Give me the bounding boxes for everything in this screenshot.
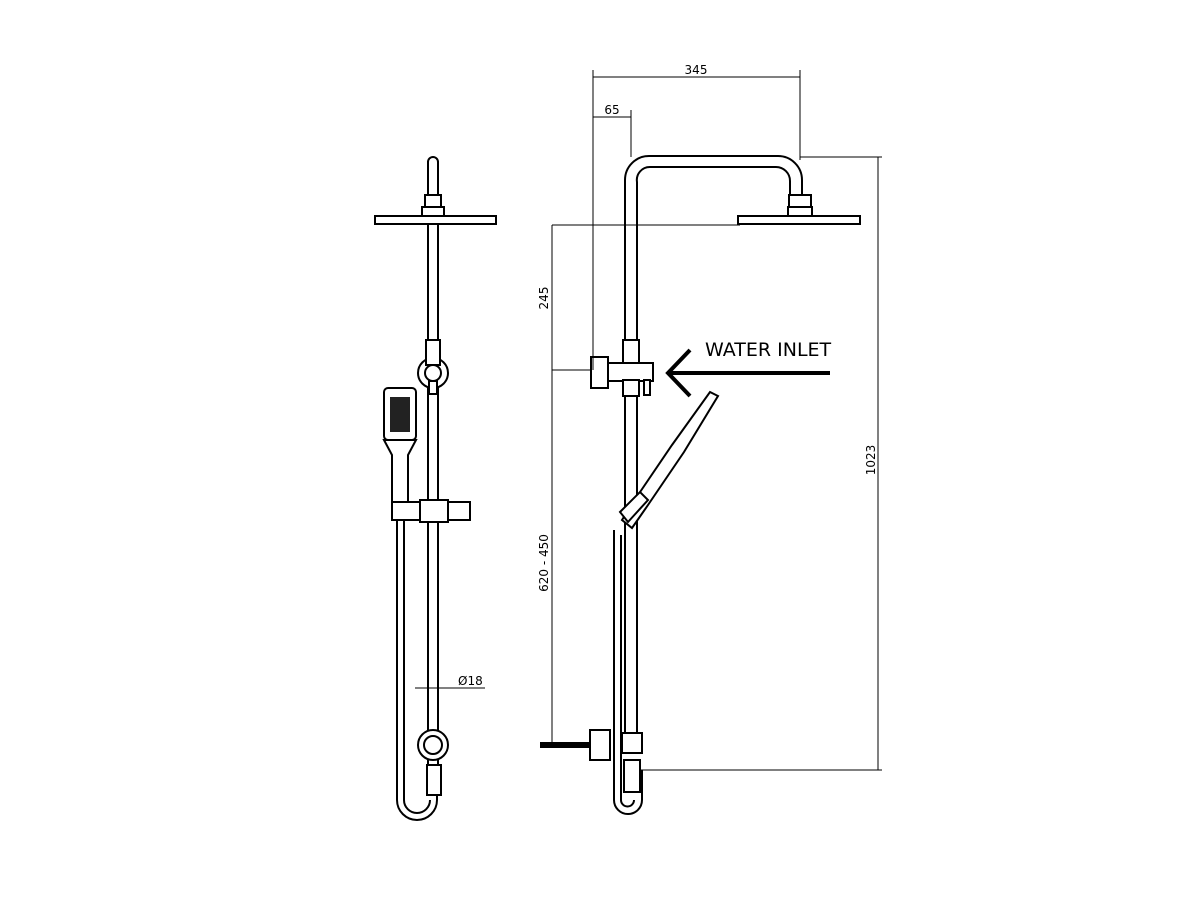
side-lower-slider	[621, 732, 643, 754]
front-upper-bracket-knob	[424, 364, 442, 382]
front-view: Ø18	[374, 156, 497, 821]
side-handset	[620, 390, 720, 530]
front-head-connector	[424, 194, 442, 208]
dim-245: 245	[537, 287, 551, 310]
dim-rail-diameter: Ø18	[458, 674, 483, 688]
side-hose-inner	[620, 535, 635, 808]
dim-65: 65	[604, 103, 619, 117]
side-diverter-bottom	[622, 379, 640, 397]
side-shower-head	[737, 215, 861, 225]
front-hose-connector	[426, 764, 442, 796]
side-wall-anchor	[540, 742, 590, 748]
side-diverter-body	[604, 362, 654, 382]
side-wall-bracket	[589, 729, 611, 761]
front-hose-inner	[403, 520, 431, 814]
front-lower-bracket-knob	[423, 735, 443, 755]
front-slider-left	[391, 501, 421, 521]
dim-345: 345	[685, 63, 708, 77]
side-diverter-knob	[643, 379, 651, 396]
dim-620-450: 620 - 450	[537, 534, 551, 592]
side-diverter-top	[622, 339, 640, 366]
side-arm-outer	[624, 155, 803, 340]
side-hose-connector	[623, 759, 641, 793]
front-slider-right	[447, 501, 471, 521]
water-inlet-label: WATER INLET	[705, 339, 832, 361]
side-view: WATER INLET	[540, 155, 861, 815]
side-head-connector	[788, 194, 812, 208]
side-handset-holder	[618, 490, 650, 524]
front-handset-nozzles	[390, 397, 410, 432]
front-head-mount	[421, 206, 445, 217]
front-handset-handle	[382, 439, 418, 506]
dimension-lines: 345 65 245 620 - 450 1023	[537, 63, 882, 771]
front-shower-head	[374, 215, 497, 225]
side-inlet-wall-block	[590, 356, 609, 389]
front-arm-top	[427, 156, 439, 196]
side-rail	[624, 394, 638, 736]
front-slider-body	[419, 499, 449, 523]
front-hose	[396, 520, 438, 821]
front-upper-sleeve	[425, 339, 441, 366]
front-upper-stem	[428, 380, 438, 395]
inlet-arrowhead-icon	[665, 348, 692, 398]
side-hose	[613, 530, 643, 815]
side-head-mount	[787, 206, 813, 217]
side-arm-inner	[635, 165, 791, 340]
dim-1023: 1023	[864, 445, 878, 476]
